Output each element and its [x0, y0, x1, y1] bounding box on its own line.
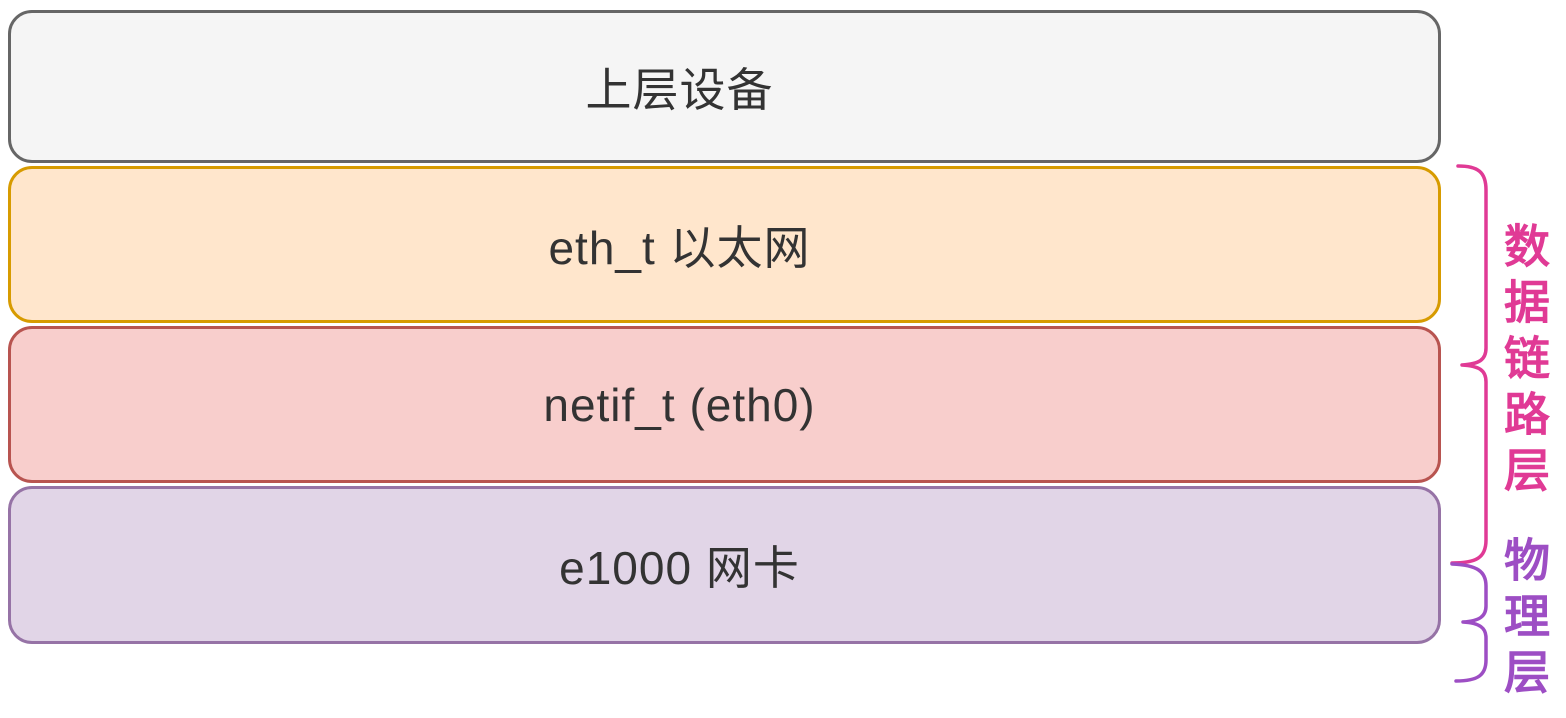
data-link-layer-brace — [1450, 164, 1488, 565]
ethernet-label: eth_t 以太网 — [548, 221, 811, 274]
nic-label: e1000 网卡 — [559, 542, 800, 594]
layer-box-ethernet: eth_t 以太网 — [8, 166, 1441, 323]
upper-device-label: 上层设备 — [585, 63, 774, 116]
layer-box-netif: netif_t (eth0) — [8, 326, 1441, 483]
physical-layer-brace — [1450, 562, 1488, 683]
data-link-layer-label: 数据链路层 — [1498, 222, 1550, 502]
physical-layer-label: 物理层 — [1498, 536, 1550, 704]
netif-label: netif_t (eth0) — [543, 378, 816, 431]
layer-box-upper-device: 上层设备 — [8, 10, 1441, 163]
layer-box-nic: e1000 网卡 — [8, 486, 1441, 644]
